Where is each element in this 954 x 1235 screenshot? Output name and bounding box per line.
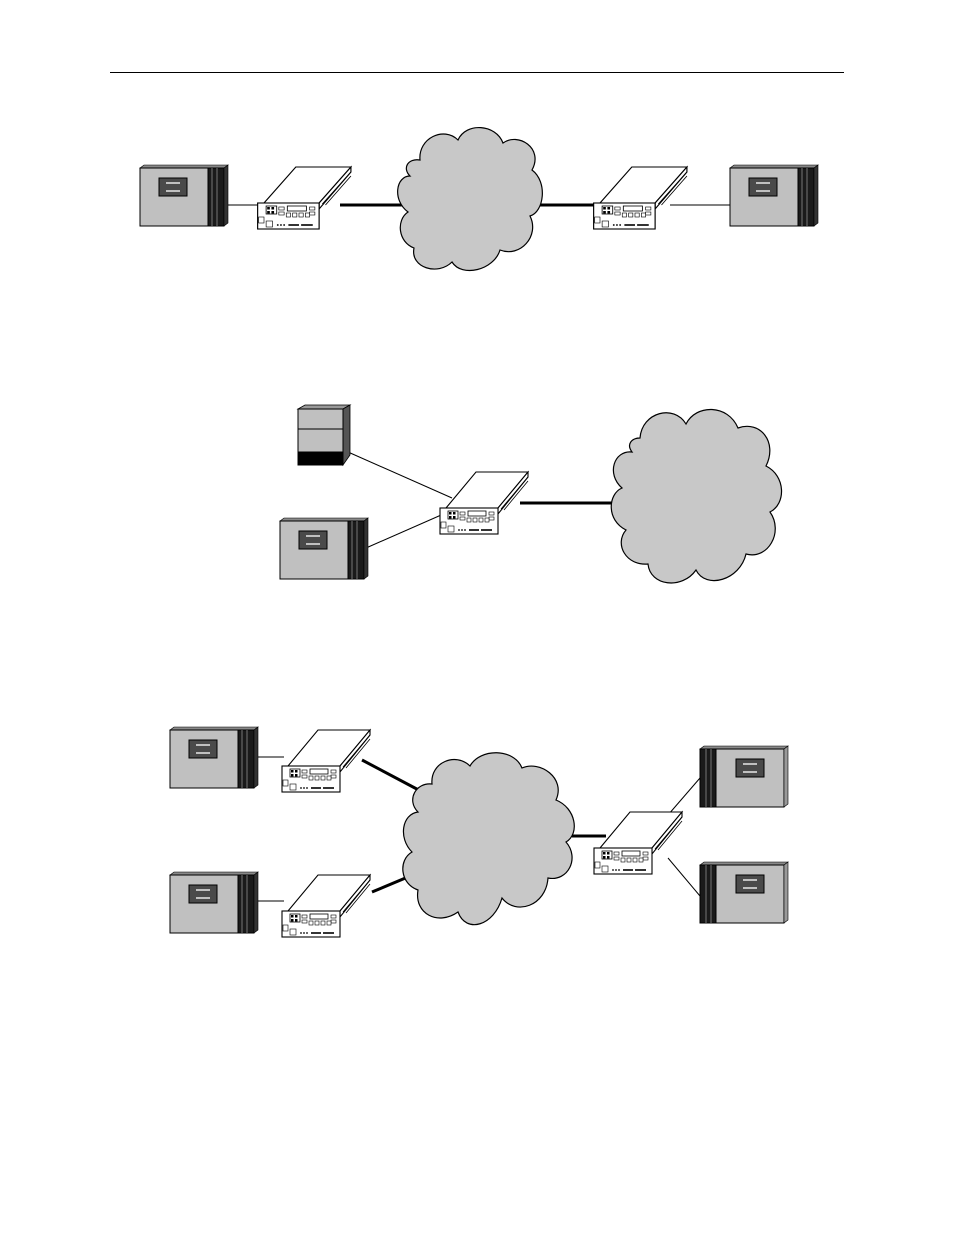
network-access-unit-icon: [594, 167, 687, 229]
tower-server-icon: [298, 405, 350, 465]
network-cloud-icon: [398, 128, 543, 271]
network-cloud-icon: [611, 409, 781, 583]
network-cloud-icon: [403, 753, 574, 925]
link-line: [668, 858, 700, 896]
network-access-unit-icon: [282, 730, 370, 792]
mainframe-cabinet-icon: [170, 872, 258, 933]
diagram-shared-access-unit: [280, 405, 782, 583]
network-access-unit-icon: [258, 167, 351, 229]
mainframe-cabinet-icon: [140, 165, 228, 226]
network-access-unit-icon: [440, 472, 528, 534]
diagram-point-to-point: [140, 128, 818, 271]
link-line: [366, 512, 448, 548]
diagram-multipoint: [170, 727, 788, 937]
network-access-unit-icon: [282, 875, 370, 937]
link-line: [668, 778, 700, 815]
mainframe-cabinet-icon: [730, 165, 818, 226]
mainframe-cabinet-icon: [280, 518, 368, 579]
network-access-unit-icon: [594, 812, 682, 874]
mainframe-cabinet-icon: [700, 746, 788, 807]
mainframe-cabinet-icon: [170, 727, 258, 788]
mainframe-cabinet-icon: [700, 862, 788, 923]
link-line: [348, 452, 452, 498]
